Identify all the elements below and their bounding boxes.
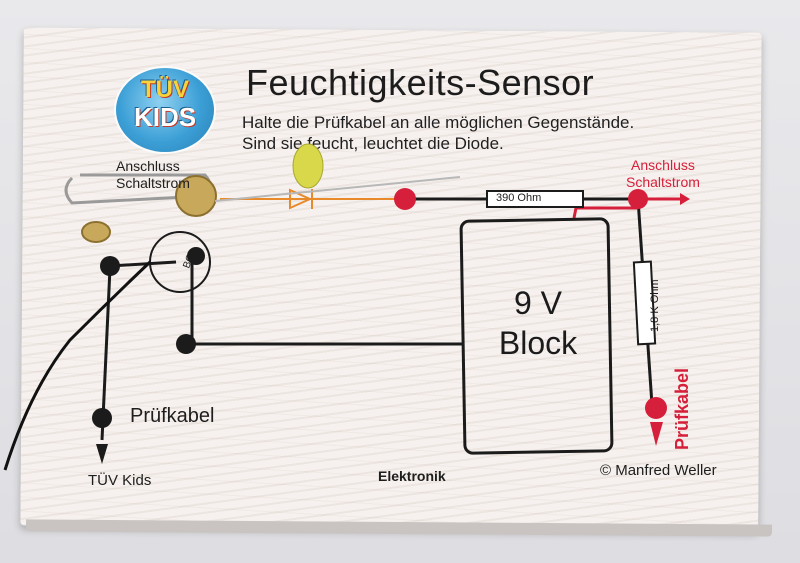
- wire-positive-red: [572, 206, 638, 219]
- resistor-390-ohm: [486, 190, 584, 208]
- probe-cable: [3, 260, 152, 471]
- arrow-anschluss-right: [680, 193, 690, 205]
- red-dot-junction: [628, 189, 648, 209]
- label-probe-right: Prüfkabel: [672, 367, 692, 450]
- label-probe-left: Prüfkabel: [130, 405, 215, 427]
- led-component: [292, 143, 324, 189]
- arrow-probe-left: [96, 444, 108, 464]
- label-anschluss-right: Anschluss Schaltstrom: [626, 157, 700, 191]
- battery-label-line2: Block: [498, 325, 578, 361]
- battery-9v-block: [459, 217, 614, 455]
- tuv-kids-logo: TÜV KIDS: [116, 68, 214, 152]
- brass-fastener-main: [175, 175, 217, 217]
- label-anschluss-left: Anschluss Schaltstrom: [116, 158, 190, 192]
- label-resistor-1-8k: 1,8 K Ohm: [649, 279, 661, 332]
- footer-tuv-kids: TÜV Kids: [88, 472, 152, 489]
- arrow-probe-right: [650, 422, 663, 446]
- battery-label: 9 V Block: [470, 283, 606, 363]
- label-anschluss-right-1: Anschluss: [631, 157, 695, 173]
- red-dot-probe-right: [645, 397, 667, 419]
- wire-base: [109, 260, 177, 268]
- black-dot-transistor: [187, 247, 205, 265]
- black-dot-probe-left: [92, 408, 112, 428]
- black-dot-base: [100, 256, 120, 276]
- logo-text-top: TÜV: [141, 76, 189, 103]
- label-resistor-390: 390 Ohm: [496, 192, 542, 204]
- footer-elektronik: Elektronik: [378, 468, 446, 484]
- panel-title: Feuchtigkeits-Sensor: [246, 62, 595, 103]
- label-anschluss-right-2: Schaltstrom: [626, 174, 700, 190]
- subtitle-line-1: Halte die Prüfkabel an alle möglichen Ge…: [242, 113, 635, 132]
- battery-label-line1: 9 V: [513, 285, 563, 321]
- footer-copyright: © Manfred Weller: [600, 462, 717, 479]
- resistor-1-8k-ohm: [632, 260, 657, 346]
- logo-text-bottom: KIDS: [133, 102, 197, 132]
- red-dot-led-end: [394, 188, 416, 210]
- label-anschluss-left-2: Schaltstrom: [116, 175, 190, 191]
- led-lead: [214, 176, 461, 202]
- black-dot-emitter: [176, 334, 196, 354]
- brass-fastener-left: [81, 221, 111, 243]
- label-anschluss-left-1: Anschluss: [116, 158, 180, 174]
